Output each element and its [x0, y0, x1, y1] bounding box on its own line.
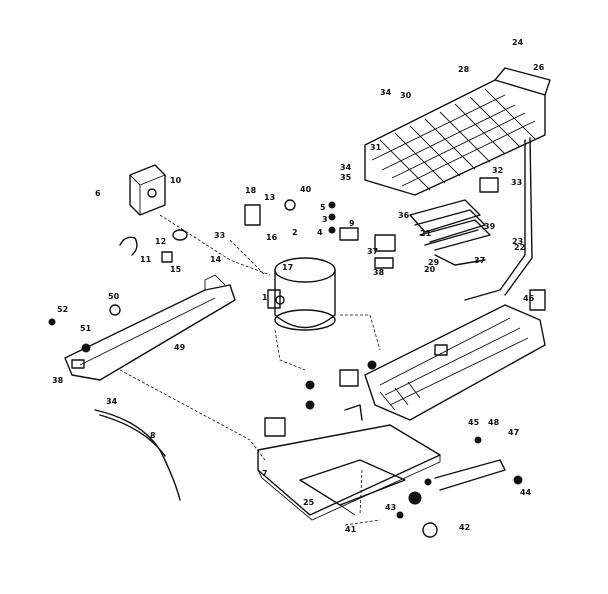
- callout-number: 37: [367, 247, 378, 256]
- small-parts-left: [48, 229, 188, 353]
- callout-number: 24: [512, 38, 524, 47]
- callout-number: 17: [282, 263, 293, 272]
- base-frame: [257, 424, 441, 521]
- callout-number: 42: [459, 523, 470, 532]
- callout-number: 41: [345, 525, 357, 534]
- mounting-rail: [64, 274, 236, 381]
- callout-number: 32: [492, 166, 503, 175]
- callout-number: 21: [420, 229, 432, 238]
- callout-number: 47: [508, 428, 519, 437]
- callout-number: 22: [514, 243, 525, 252]
- callout-number: 1: [262, 293, 268, 302]
- callout-number: 9: [349, 219, 355, 228]
- callout-number: 18: [245, 186, 257, 195]
- callout-number: 25: [303, 498, 315, 507]
- callout-number: 51: [80, 324, 92, 333]
- callout-number: 8: [150, 431, 156, 440]
- callout-number: 34: [340, 163, 352, 172]
- callout-number: 5: [320, 203, 326, 212]
- callout-number: 46: [523, 294, 535, 303]
- relay-box: [129, 164, 166, 216]
- power-cord: [94, 409, 181, 501]
- callout-number: 37: [474, 256, 485, 265]
- wiring-leaders: [119, 214, 381, 526]
- callout-number: 7: [262, 469, 268, 478]
- callout-number: 40: [300, 185, 312, 194]
- callout-number: 49: [174, 343, 186, 352]
- defrost-heater: [409, 199, 491, 266]
- callout-number: 52: [57, 305, 68, 314]
- callout-number: 15: [170, 265, 182, 274]
- callout-number: 14: [210, 255, 222, 264]
- callout-number: 38: [52, 376, 64, 385]
- callout-number: 10: [170, 176, 182, 185]
- small-parts-right: [396, 177, 546, 538]
- callout-number: 6: [95, 189, 101, 198]
- callout-number: 33: [214, 231, 225, 240]
- drain-cover: [364, 304, 546, 421]
- callout-number: 16: [266, 233, 278, 242]
- callout-number: 44: [520, 488, 532, 497]
- callout-number: 38: [373, 268, 385, 277]
- callout-number: 29: [428, 258, 440, 267]
- callout-number: 50: [108, 292, 120, 301]
- callout-number: 26: [533, 63, 545, 72]
- callout-number: 36: [398, 211, 410, 220]
- callout-number: 12: [155, 237, 166, 246]
- callout-number: 35: [340, 173, 352, 182]
- callout-number: 45: [468, 418, 480, 427]
- callout-number: 11: [140, 255, 152, 264]
- callout-number: 23: [512, 237, 523, 246]
- compressor: [267, 257, 336, 331]
- callout-number: 13: [264, 193, 275, 202]
- callout-number: 34: [106, 397, 118, 406]
- callout-number: 20: [424, 265, 436, 274]
- evaporator-coil: [364, 67, 551, 301]
- callout-number: 30: [400, 91, 412, 100]
- callout-number: 28: [458, 65, 470, 74]
- callout-number: 2: [292, 228, 298, 237]
- callout-number: 33: [511, 178, 522, 187]
- callout-number: 48: [488, 418, 500, 427]
- callout-number: 4: [317, 228, 323, 237]
- callout-number: 43: [385, 503, 396, 512]
- small-parts-center: [244, 199, 396, 437]
- callout-number: 3: [322, 215, 328, 224]
- callout-number: 31: [370, 143, 382, 152]
- callout-number: 34: [380, 88, 392, 97]
- callout-number: 39: [484, 222, 496, 231]
